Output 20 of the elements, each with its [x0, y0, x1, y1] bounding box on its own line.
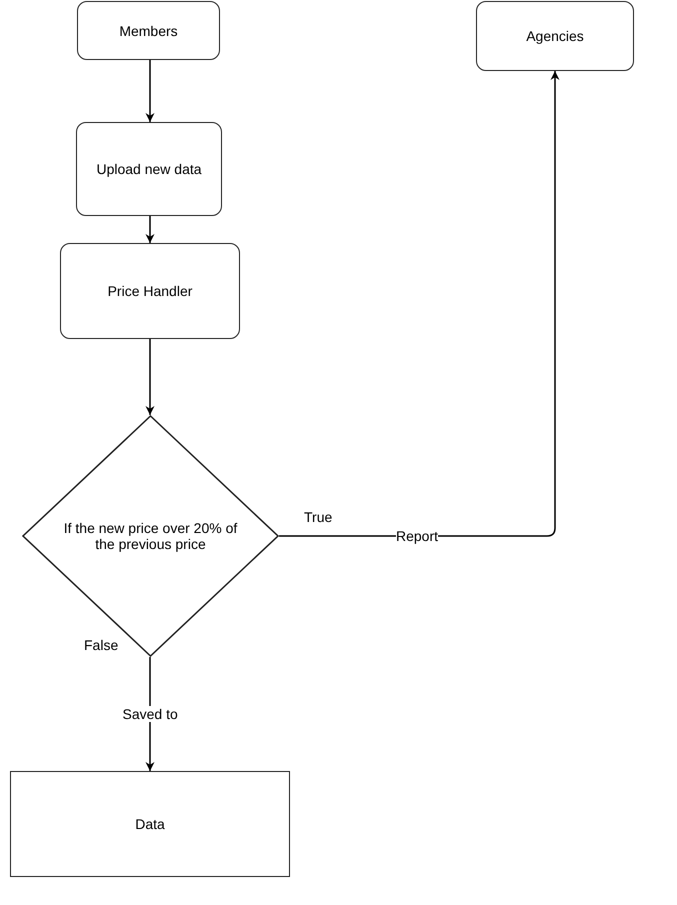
- branch-label: False: [84, 637, 118, 653]
- process-box: [76, 122, 222, 216]
- arrow: [146, 216, 154, 243]
- node-text: Agencies: [526, 28, 584, 44]
- node-text: Upload new data: [96, 161, 202, 177]
- decision-diamond: [22, 415, 279, 657]
- node-text: Data: [135, 816, 165, 832]
- process-box: [476, 1, 634, 71]
- edge-label: Report: [396, 528, 438, 544]
- node-text: Members: [119, 22, 178, 38]
- node-text: Price Handler: [108, 283, 192, 299]
- arrow: [146, 339, 154, 415]
- branch-label: True: [304, 509, 332, 525]
- arrow: [279, 71, 560, 537]
- arrow: [146, 60, 154, 122]
- node-text: If the new price over 20% of the previous price: [62, 520, 238, 552]
- process-box: [60, 243, 240, 339]
- process-box: [77, 1, 220, 60]
- data-box: [10, 771, 290, 877]
- edge-label: Saved to: [122, 706, 178, 722]
